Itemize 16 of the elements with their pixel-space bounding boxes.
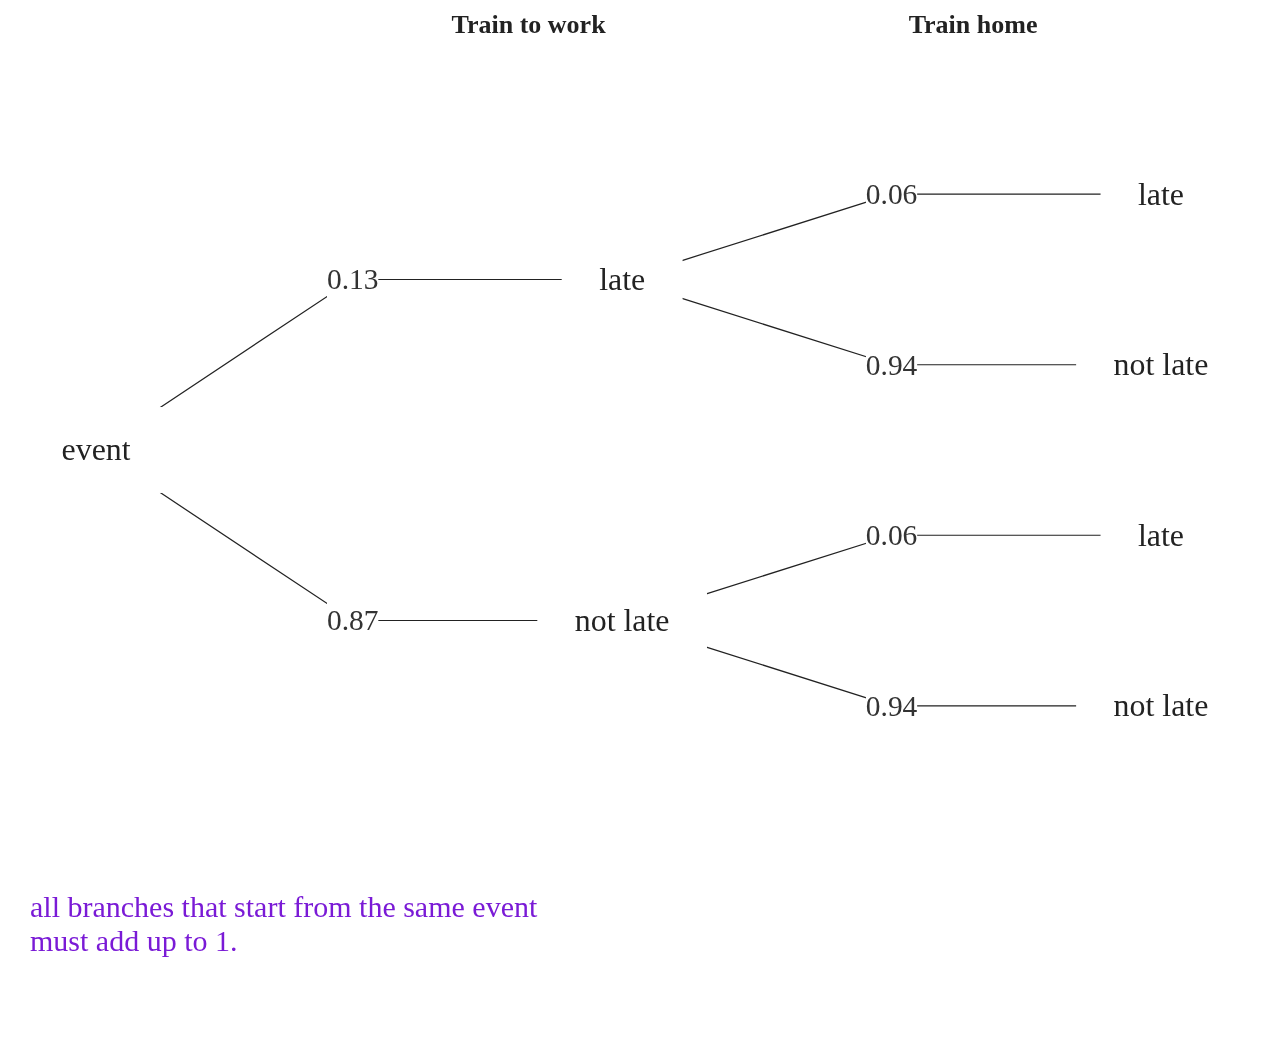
node-text: not late [1113, 687, 1208, 724]
node-text: not late [574, 602, 670, 639]
edge-label: 0.13 [326, 263, 378, 296]
edge-label: 0.94 [865, 348, 917, 381]
node-text: late [1137, 517, 1184, 554]
handwritten-note: all branches that start from the same event must add up to 1. [30, 890, 539, 958]
edge-label: 0.06 [865, 178, 917, 211]
node-text: not late [1113, 346, 1208, 383]
column-heading: Train to work [451, 10, 606, 40]
node-text: event [61, 432, 131, 468]
column-heading: Train home [908, 10, 1038, 40]
edge-label: 0.06 [865, 519, 917, 552]
edge-label: 0.94 [865, 689, 917, 722]
node-text: late [1137, 176, 1184, 213]
node-text: late [598, 261, 645, 298]
edge-label: 0.87 [326, 604, 378, 637]
